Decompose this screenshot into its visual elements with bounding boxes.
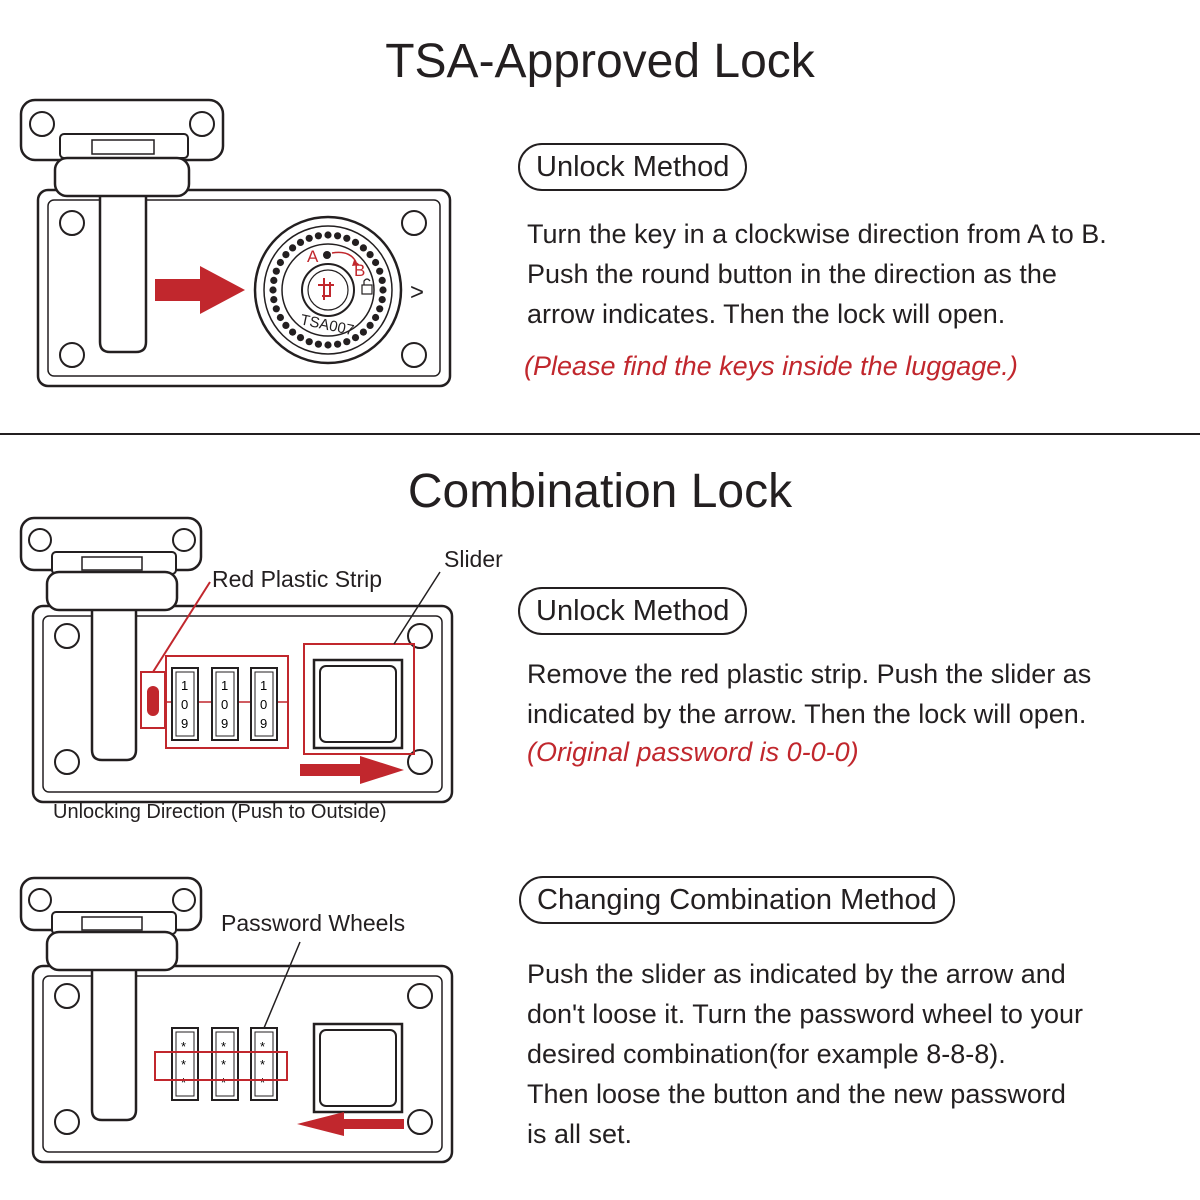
wheel-2-digit-top: 1 [221, 678, 228, 693]
slider-button[interactable] [312, 658, 404, 750]
slider-label: Slider [444, 546, 503, 572]
red-plastic-strip-label: Red Plastic Strip [212, 566, 383, 592]
original-password-note: (Original password is 0-0-0) [527, 737, 859, 767]
dial-dot [372, 313, 380, 322]
tsa-keys-note: (Please find the keys inside the luggage… [524, 351, 1018, 381]
change-line-4: Then loose the button and the new passwo… [527, 1079, 1066, 1109]
dial-dot [289, 328, 297, 336]
slot-mark: > [410, 279, 424, 306]
change-wheel-2-mid: * [221, 1057, 226, 1072]
change-line-3: desired combination(for example 8-8-8). [527, 1039, 1006, 1069]
wheel-2-digit-mid: 0 [221, 697, 228, 712]
change-line-5: is all set. [527, 1119, 633, 1149]
dial-dot [276, 313, 284, 322]
tsa-line-3: arrow indicates. Then the lock will open… [527, 299, 1006, 329]
change-wheel-2-bottom: * [221, 1075, 226, 1090]
change-wheel-3-bottom: * [260, 1075, 265, 1090]
wheel-1-digit-mid: 0 [181, 697, 188, 712]
combination-line-1: Remove the red plastic strip. Push the s… [527, 659, 1092, 689]
dial-label-b: B [354, 261, 365, 280]
wheel-2-digit-bottom: 9 [221, 716, 228, 731]
combination-unlock-method-label: Unlock Method [518, 587, 748, 635]
dial-dot [359, 328, 367, 336]
change-slider-button[interactable] [312, 1022, 404, 1114]
change-wheel-1-top: * [181, 1039, 186, 1054]
dial-dot [305, 234, 313, 242]
dial-dot [324, 341, 332, 349]
dial-dot [272, 267, 280, 275]
dial-dot [270, 296, 278, 304]
dial-dot [272, 305, 280, 313]
change-wheel-2-top: * [221, 1039, 226, 1054]
tsa-lock-illustration: A B TSA007 > [19, 98, 452, 388]
dial-dot [334, 232, 342, 240]
tsa-line-2: Push the round button in the direction a… [527, 259, 1057, 289]
dial-dot [378, 296, 386, 304]
dial-dot [379, 286, 387, 294]
change-line-1: Push the slider as indicated by the arro… [527, 959, 1066, 989]
red-plastic-strip [147, 686, 159, 716]
dial-dot [296, 334, 305, 342]
unlocking-direction-label: Unlocking Direction (Push to Outside) [53, 801, 387, 823]
dial-dot [343, 338, 351, 346]
dial-label-a: A [307, 247, 319, 266]
wheel-1-digit-top: 1 [181, 678, 188, 693]
dial-dot [282, 251, 290, 259]
section-divider [0, 433, 1200, 435]
dial-dot [378, 276, 386, 284]
dial-dot [366, 321, 374, 329]
change-wheel-1-bottom: * [181, 1075, 186, 1090]
dial-dot [366, 251, 374, 259]
password-wheel-2[interactable]: 1 0 9 [211, 667, 239, 741]
combination-line-2: indicated by the arrow. Then the lock wi… [527, 699, 1087, 729]
dial-dot [359, 244, 367, 252]
tsa-section-title: TSA-Approved Lock [385, 35, 815, 88]
wheel-3-digit-mid: 0 [260, 697, 267, 712]
padlock-icon [361, 284, 373, 295]
push-direction-arrow [300, 756, 404, 784]
dial-dot [343, 234, 351, 242]
dial-dot [376, 267, 384, 275]
dial-dot [289, 244, 297, 252]
dial-dot [334, 340, 342, 348]
password-wheels-label: Password Wheels [221, 910, 406, 936]
password-wheel-1[interactable]: 1 0 9 [171, 667, 199, 741]
dial-dot [314, 340, 322, 348]
change-wheel-3-top: * [260, 1039, 265, 1054]
dial-dot [276, 258, 284, 267]
dial-dot [269, 286, 277, 294]
change-wheel-1-mid: * [181, 1057, 186, 1072]
dial-dot [351, 334, 360, 342]
dial-dot [296, 238, 305, 246]
combination-lock-illustration: 1 0 9 1 0 9 1 0 9 [19, 516, 454, 804]
password-wheel-3[interactable]: 1 0 9 [250, 667, 278, 741]
combination-section-title: Combination Lock [407, 465, 793, 518]
wheel-3-digit-bottom: 9 [260, 716, 267, 731]
change-wheel-3-mid: * [260, 1057, 265, 1072]
dial-dot [376, 305, 384, 313]
dial-dot [305, 338, 313, 346]
wheel-1-digit-bottom: 9 [181, 716, 188, 731]
combination-instructions: Remove the red plastic strip. Push the s… [527, 654, 1091, 734]
dial-dot [282, 321, 290, 329]
changing-combination-method-label: Changing Combination Method [519, 876, 955, 924]
change-wheel-2[interactable]: * * * [211, 1027, 239, 1101]
tsa-unlock-method-label: Unlock Method [518, 143, 748, 191]
change-wheel-3[interactable]: * * * [250, 1027, 278, 1101]
tsa-instructions: Turn the key in a clockwise direction fr… [527, 214, 1107, 334]
change-combination-illustration: * * * * * * * * * [19, 876, 454, 1164]
dial-dot [351, 238, 360, 246]
tsa-line-1: Turn the key in a clockwise direction fr… [527, 219, 1107, 249]
dial-dot [324, 231, 332, 239]
wheel-3-digit-top: 1 [260, 678, 267, 693]
change-instructions: Push the slider as indicated by the arro… [527, 954, 1083, 1154]
dial-dot [372, 258, 380, 267]
dial-dot [270, 276, 278, 284]
dial-dot [314, 232, 322, 240]
slide-back-arrow [297, 1112, 404, 1136]
change-wheel-1[interactable]: * * * [171, 1027, 199, 1101]
change-line-2: don't loose it. Turn the password wheel … [527, 999, 1083, 1029]
